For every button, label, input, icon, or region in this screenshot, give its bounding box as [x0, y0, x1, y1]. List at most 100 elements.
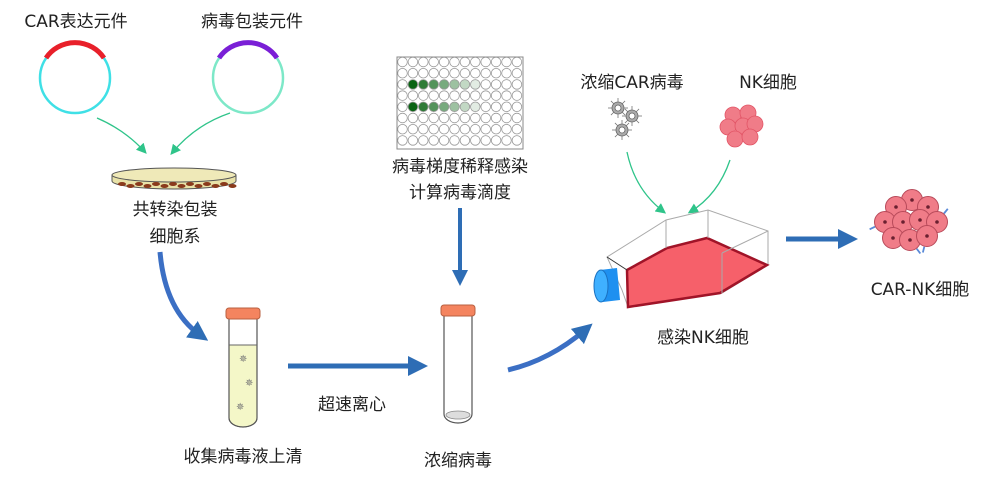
- cell-dot: [160, 184, 169, 188]
- plate-well: [418, 135, 429, 146]
- plate-well: [407, 101, 419, 113]
- cell-dot: [126, 184, 135, 188]
- plate-well: [480, 90, 491, 101]
- input-arrow: [687, 159, 731, 214]
- input-arrow: [170, 112, 231, 156]
- plate-well: [418, 67, 429, 79]
- plate-well: [480, 123, 491, 135]
- plate-well: [511, 79, 523, 90]
- concentrated-virus-tube-icon: [440, 304, 476, 424]
- plate-well: [501, 56, 512, 68]
- plate-well: [449, 90, 460, 101]
- plate-well: [418, 123, 429, 135]
- plate-well: [428, 123, 439, 135]
- plate-well: [397, 67, 408, 79]
- plate-well: [449, 67, 460, 79]
- plate-well: [459, 56, 471, 68]
- plate-well: [511, 101, 523, 113]
- cell-dot: [177, 184, 186, 188]
- plate-well: [501, 123, 512, 135]
- plate-well: [459, 101, 471, 113]
- plate-well: [459, 112, 471, 124]
- input-arrow: [626, 151, 667, 214]
- input-arrow: [96, 117, 147, 154]
- plate-well: [407, 90, 419, 101]
- plate-well: [449, 112, 460, 124]
- cell-dot: [211, 184, 220, 188]
- plate-well: [490, 101, 502, 113]
- plate-well: [511, 67, 523, 79]
- plate-well: [449, 101, 460, 113]
- virus-particle: [608, 98, 628, 118]
- plate-well: [438, 123, 450, 135]
- plate-well: [449, 135, 460, 146]
- 96-well-plate-icon: [396, 56, 524, 150]
- plate-well: [490, 90, 502, 101]
- plate-well: [438, 67, 450, 79]
- plate-well: [449, 56, 460, 68]
- flow-arrow: [507, 323, 593, 373]
- plate-well: [490, 135, 502, 146]
- cell-dot: [152, 182, 160, 186]
- plate-well: [438, 112, 450, 124]
- concentrated-virus-label: 浓缩病毒: [424, 451, 492, 471]
- plate-well: [438, 79, 450, 90]
- plate-well: [501, 67, 512, 79]
- nk-cell: [726, 130, 744, 148]
- plate-well: [459, 135, 471, 146]
- plate-well: [428, 135, 439, 146]
- plate-well: [480, 67, 491, 79]
- virus-particles-icon: [608, 98, 642, 140]
- plate-well: [470, 112, 481, 124]
- plate-well: [438, 90, 450, 101]
- plate-well: [407, 123, 419, 135]
- plate-well: [418, 112, 429, 124]
- packaging-element-label: 病毒包装元件: [201, 12, 303, 32]
- plate-well: [470, 90, 481, 101]
- supernatant-tube-icon: ✵ ✵ ✵: [225, 307, 261, 428]
- plate-well: [470, 56, 481, 68]
- svg-text:✵: ✵: [239, 354, 247, 365]
- plate-well: [397, 112, 408, 124]
- cell-dot: [203, 182, 211, 186]
- culture-flask-icon: [593, 209, 770, 309]
- plate-well: [490, 79, 502, 90]
- titer-label-line2: 计算病毒滴度: [409, 183, 511, 203]
- nk-cell: [741, 128, 759, 146]
- plate-well: [428, 79, 439, 90]
- car-element-label: CAR表达元件: [24, 12, 127, 32]
- cotransfect-label-line1: 共转染包装: [133, 200, 218, 220]
- plate-well: [480, 56, 491, 68]
- plate-well: [428, 67, 439, 79]
- plate-well: [459, 90, 471, 101]
- plate-well: [501, 90, 512, 101]
- flow-arrow: [157, 251, 209, 341]
- plate-well: [438, 56, 450, 68]
- cell-dot: [228, 184, 237, 188]
- plate-well: [397, 79, 408, 90]
- plate-well: [501, 112, 512, 124]
- plate-well: [397, 135, 408, 146]
- plate-well: [511, 123, 523, 135]
- plate-well: [428, 90, 439, 101]
- nk-cells-label: NK细胞: [739, 73, 797, 93]
- cell-dot: [143, 184, 152, 188]
- plate-well: [449, 123, 460, 135]
- collect-supernatant-label: 收集病毒液上清: [184, 447, 303, 467]
- virus-particle: [612, 120, 632, 140]
- car-nk-cells-label: CAR-NK细胞: [871, 280, 970, 300]
- plate-well: [397, 90, 408, 101]
- infect-nk-label: 感染NK细胞: [657, 328, 749, 348]
- plate-well: [418, 101, 429, 113]
- plate-well: [480, 112, 491, 124]
- plate-well: [438, 135, 450, 146]
- plate-well: [407, 135, 419, 146]
- plate-well: [470, 135, 481, 146]
- cotransfect-label-line2: 细胞系: [150, 227, 201, 247]
- plate-well: [511, 90, 523, 101]
- plate-well: [480, 101, 491, 113]
- plate-well: [418, 90, 429, 101]
- plate-well: [407, 112, 419, 124]
- nk-cell-cluster-icon: [719, 104, 764, 148]
